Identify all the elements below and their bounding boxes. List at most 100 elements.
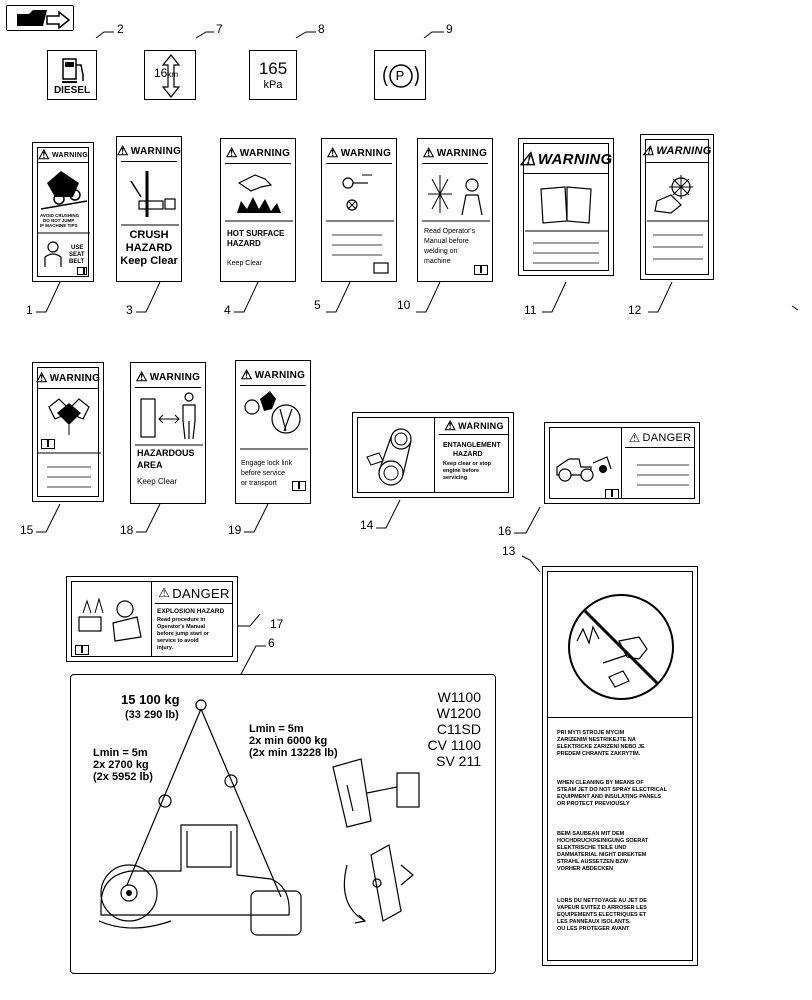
- decal-12-warning: WARNING: [656, 145, 712, 157]
- callout-3: 3: [126, 303, 133, 317]
- lock-link-icon: [240, 391, 308, 450]
- callout-15: 15: [20, 523, 34, 537]
- battery-explosion-icon: [78, 597, 142, 642]
- decal-14-frame: [357, 417, 509, 493]
- callout-11: 11: [524, 303, 537, 317]
- speed-unit: km: [167, 70, 179, 79]
- decal-1-rollover: ⚠WARNING AVOID CRUSHING DO NOT JUMP IF M…: [32, 142, 94, 282]
- steam-de-3: ELEKTRISCHE TEILE UND: [557, 845, 627, 851]
- lift-total-weight: 15 100 kg: [121, 692, 180, 707]
- manual-book-icon: [292, 481, 306, 491]
- steam-en-2: STEAM JET DO NOT SPRAY ELECTRICAL: [557, 787, 668, 793]
- decal-18-hazard-area: ⚠WARNING HAZARDOUS AREA Keep Clear: [130, 362, 206, 504]
- callout-5: 5: [314, 298, 321, 312]
- hazard-area-icon: [135, 392, 203, 446]
- callout-1: 1: [26, 303, 33, 317]
- lift-right-weight: 2x min 6000 kg: [249, 735, 328, 747]
- decal-5-header: ⚠WARNING: [326, 143, 392, 164]
- decal-17-divider: [151, 581, 152, 657]
- decal-17-frame: [71, 581, 233, 657]
- loader-icon: [556, 456, 689, 486]
- decal-4-text-2: HAZARD: [227, 239, 261, 248]
- decal-6-lifting-diagram: 15 100 kg (33 290 lb) Lmin = 5m 2x 2700 …: [70, 674, 496, 974]
- manual-book-icon: [75, 645, 89, 655]
- decal-3-warning: WARNING: [130, 145, 182, 157]
- callout-9: 9: [446, 22, 453, 36]
- model-2: W1200: [436, 705, 481, 721]
- decal-19-text-1: Engage lock link: [241, 460, 292, 467]
- decal-15-warning: WARNING: [49, 372, 101, 384]
- decal-15-header: ⚠WARNING: [36, 368, 101, 389]
- decal-13-steam-cleaning: PRI MYTI STROJE MYCIM ZARIZENIM NESTRIKE…: [542, 566, 698, 966]
- pressure-unit: kPa: [263, 79, 283, 91]
- decal-17-explosion: ⚠DANGER EXPLOSION HAZARD Read procedure …: [66, 576, 238, 662]
- callout-14: 14: [360, 518, 374, 532]
- parking-letter: P: [395, 68, 405, 83]
- decal-1-header: ⚠WARNING: [37, 147, 89, 163]
- decal-16-danger: DANGER: [642, 432, 692, 444]
- decal-1-text-3: IF MACHINE TIPS: [40, 223, 78, 228]
- welding-icon: [422, 175, 490, 222]
- decal-18-text-1: HAZARDOUS: [137, 448, 195, 458]
- steam-fr-3: EQUIPEMENTS ELECTRIQUES ET: [557, 912, 647, 918]
- decal-19-warning: WARNING: [254, 369, 306, 381]
- pressure-value: 165: [258, 59, 288, 78]
- lift-total-weight-lb: (33 290 lb): [125, 709, 179, 721]
- callout-12: 12: [628, 303, 642, 317]
- steam-fr-5: OU LES PROTEGER AVANT: [557, 926, 630, 932]
- decal-17-header: ⚠DANGER: [155, 583, 233, 604]
- belt-pulley-icon: [366, 428, 412, 486]
- decal-18-header: ⚠WARNING: [135, 367, 201, 388]
- decal-17-text-1: Read procedure in: [157, 617, 206, 623]
- decal-1-text-2: DO NOT JUMP: [43, 218, 75, 223]
- decal-5-key: ⚠WARNING: [321, 138, 397, 282]
- decal-10-text-4: machine: [424, 258, 451, 265]
- callout-4: 4: [224, 303, 231, 317]
- manual-book-icon: [474, 265, 488, 275]
- model-3: C11SD: [436, 721, 481, 737]
- decal-4-warning: WARNING: [239, 147, 291, 159]
- decal-17-text-2: Operator's Manual: [157, 624, 206, 630]
- folder-arrow-icon: [17, 10, 71, 30]
- fuel-pump-icon: [62, 58, 84, 83]
- parking-brake-icon: [383, 64, 419, 88]
- decal-1-text-4: USE: [71, 245, 84, 251]
- key-removal-icon: [326, 174, 394, 274]
- decal-1-warning: WARNING: [52, 151, 88, 159]
- diesel-decal: DIESEL: [47, 50, 97, 100]
- diesel-label: DIESEL: [53, 85, 91, 96]
- decal-17-danger: DANGER: [172, 585, 230, 601]
- decal-17-text-4: service to avoid: [157, 638, 199, 644]
- steam-en-1: WHEN CLEANING BY MEANS OF: [557, 780, 644, 786]
- callout-10: 10: [397, 298, 411, 312]
- decal-16-header: ⚠DANGER: [625, 429, 695, 448]
- decal-1-text-5: SEAT: [69, 252, 85, 258]
- rollover-icon: [38, 171, 90, 267]
- model-5: SV 211: [436, 753, 481, 769]
- decal-14-header: ⚠WARNING: [439, 418, 509, 435]
- no-steam-jet-icon: [568, 594, 674, 700]
- decal-14-text-5: servicing: [443, 475, 468, 481]
- steam-cz-2: ZARIZENIM NESTRIKEJTE NA: [557, 737, 636, 743]
- speed-number: 16: [154, 66, 168, 80]
- model-1: W1100: [437, 689, 481, 705]
- model-4: CV 1100: [427, 737, 481, 753]
- decal-3-text-3: Keep Clear: [120, 255, 178, 267]
- decal-17-text-5: injury.: [157, 645, 174, 651]
- decal-12-header: ⚠WARNING: [642, 140, 712, 163]
- decal-1-text-1: AVOID CRUSHING: [40, 213, 80, 218]
- decal-11-manual: ⚠WARNING: [518, 138, 614, 276]
- decal-12-frame: [645, 139, 709, 275]
- decal-15-frame: [37, 367, 99, 497]
- rotating-fan-icon: [647, 175, 709, 260]
- callout-6: 6: [268, 636, 275, 650]
- decal-5-warning: WARNING: [340, 147, 392, 159]
- decal-4-text-1: HOT SURFACE: [227, 229, 285, 238]
- steam-de-6: VORHER ABDECKEN: [557, 866, 614, 872]
- decal-15-rotating-parts: ⚠WARNING: [32, 362, 104, 502]
- decal-14-text-1: ENTANGLEMENT: [443, 442, 501, 449]
- decal-1-frame: [37, 147, 89, 277]
- decal-14-entanglement: ⚠WARNING ENTANGLEMENT HAZARD Keep clear …: [352, 412, 514, 498]
- decal-17-title: EXPLOSION HAZARD: [157, 608, 225, 615]
- nav-back-button[interactable]: [6, 5, 74, 31]
